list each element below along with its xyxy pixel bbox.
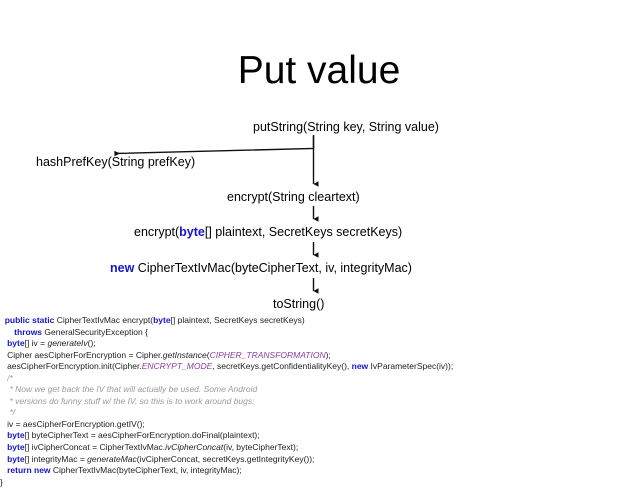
code-token-cmt: /* xyxy=(0,372,13,383)
code-token-plain: iv = aesCipherForEncryption.getIV(); xyxy=(0,418,145,429)
code-token-plain: ( xyxy=(206,349,210,360)
code-line: byte[] ivCipherConcat = CipherTextIvMac.… xyxy=(0,442,638,454)
code-token-const: ENCRYPT_MODE xyxy=(141,361,213,372)
code-token-plain: [] plaintext, SecretKeys secretKeys) xyxy=(170,315,305,325)
page-title: Put value xyxy=(237,49,401,92)
code-line: */ xyxy=(0,407,638,419)
keyword-new: new xyxy=(110,261,135,275)
code-token-meth: generateIv xyxy=(47,338,88,349)
code-line: byte[] byteCipherText = aesCipherForEncr… xyxy=(0,430,638,442)
code-token-meth: ivCipherConcat xyxy=(165,442,224,453)
code-line: byte[] integrityMac = generateMac(ivCiph… xyxy=(0,454,638,466)
flow-node-encrypt-string: encrypt(String cleartext) xyxy=(227,190,360,204)
code-token-kw: byte xyxy=(7,453,25,464)
new-ciphertext-suffix: CipherTextIvMac(byteCipherText, iv, inte… xyxy=(134,261,412,275)
code-token-plain: IvParameterSpec(iv)); xyxy=(368,361,454,372)
code-token-plain: [] byteCipherText = aesCipherForEncrypti… xyxy=(24,430,260,441)
flow-connectors xyxy=(114,135,319,294)
code-token-plain: [] integrityMac = xyxy=(24,453,88,464)
encrypt-bytes-prefix: encrypt( xyxy=(134,225,180,239)
code-token-meth: getInstance xyxy=(162,349,207,360)
code-line: return new CipherTextIvMac(byteCipherTex… xyxy=(0,465,638,477)
code-token-plain: ); xyxy=(325,349,331,360)
code-listing: public static CipherTextIvMac encrypt(by… xyxy=(0,315,638,488)
flow-node-put-string: putString(String key, String value) xyxy=(253,120,439,134)
flow-node-encrypt-bytes: encrypt(byte[] plaintext, SecretKeys sec… xyxy=(134,225,402,240)
code-token-plain: [] ivCipherConcat = CipherTextIvMac. xyxy=(24,442,166,453)
code-line: aesCipherForEncryption.init(Cipher.ENCRY… xyxy=(0,361,638,373)
code-token-kw: return new xyxy=(7,465,51,476)
code-token-plain xyxy=(0,327,14,337)
call-flow-diagram: putString(String key, String value) hash… xyxy=(36,120,439,311)
code-line: public static CipherTextIvMac encrypt(by… xyxy=(0,315,638,327)
code-token-kw: byte xyxy=(7,338,25,349)
code-token-kw: new xyxy=(351,361,369,372)
code-line: * versions do funny stuff w/ the IV, so … xyxy=(0,396,638,408)
code-line: /* xyxy=(0,373,638,385)
flow-node-new-ciphertext: new CipherTextIvMac(byteCipherText, iv, … xyxy=(110,261,412,276)
keyword-byte: byte xyxy=(179,225,205,239)
connector-putstring-to-hashprefkey xyxy=(114,135,315,157)
code-token-plain: GeneralSecurityException { xyxy=(42,326,148,337)
code-token-const: CIPHER_TRANSFORMATION xyxy=(209,349,326,360)
code-line: Cipher aesCipherForEncryption = Cipher.g… xyxy=(0,350,638,362)
code-token-plain: CipherTextIvMac encrypt( xyxy=(54,315,154,325)
code-token-plain: (iv, byteCipherText); xyxy=(223,442,299,453)
code-token-plain: CipherTextIvMac(byteCipherText, iv, inte… xyxy=(50,465,242,476)
code-line: byte[] iv = generateIv(); xyxy=(0,338,638,350)
code-line: * Now we get back the IV that will actua… xyxy=(0,384,638,396)
code-token-plain: [] iv = xyxy=(24,338,48,349)
code-token-plain: Cipher aesCipherForEncryption = Cipher. xyxy=(0,349,163,360)
encrypt-bytes-suffix: [] plaintext, SecretKeys secretKeys) xyxy=(204,225,403,239)
code-token-kw: byte xyxy=(7,442,25,453)
code-token-plain: (); xyxy=(87,338,96,349)
flow-node-hash-pref-key: hashPrefKey(String prefKey) xyxy=(36,155,196,169)
code-token-plain: (ivCipherConcat, secretKeys.getIntegrity… xyxy=(136,453,315,464)
code-line: } xyxy=(0,477,638,488)
code-token-kw: throws xyxy=(14,326,43,337)
code-line: iv = aesCipherForEncryption.getIV(); xyxy=(0,419,638,431)
code-line: throws GeneralSecurityException { xyxy=(0,327,638,339)
code-token-cmt: */ xyxy=(0,407,16,418)
code-token-cmt: * Now we get back the IV that will actua… xyxy=(0,384,258,395)
code-token-plain: aesCipherForEncryption.init(Cipher. xyxy=(0,361,142,372)
code-token-cmt: * versions do funny stuff w/ the IV, so … xyxy=(0,395,255,406)
code-token-meth: generateMac xyxy=(87,453,137,464)
code-token-plain: , secretKeys.getConfidentialityKey(), xyxy=(212,361,352,372)
code-token-kw: public static xyxy=(4,315,55,325)
code-token-kw: byte xyxy=(7,430,25,441)
flow-node-to-string: toString() xyxy=(273,297,325,311)
code-token-kw: byte xyxy=(153,315,171,325)
code-token-plain: } xyxy=(0,476,3,487)
